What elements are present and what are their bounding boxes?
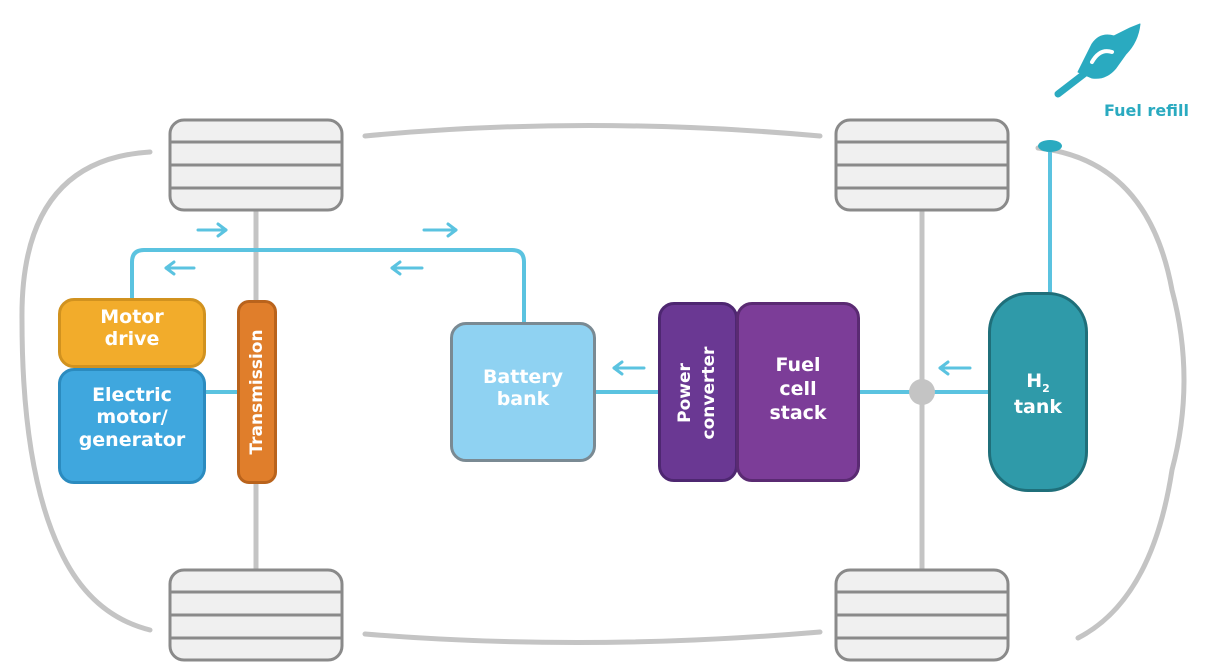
wheel-front-top — [168, 118, 344, 212]
electric-motor-box — [58, 368, 206, 484]
battery-bank-box — [450, 322, 596, 462]
battery-bank-label: Battery bank — [482, 366, 564, 411]
h2-subscript: 2 — [1042, 381, 1050, 395]
h2-tank-box — [988, 292, 1088, 492]
fuel-refill-label: Fuel refill — [1104, 101, 1189, 120]
car-body-outline — [19, 123, 1187, 646]
axle-junction-dot — [909, 379, 935, 405]
arrow-icon — [196, 222, 228, 238]
flow-arrows — [164, 222, 972, 376]
body-left-outline — [19, 149, 153, 633]
motor-drive-label: Motor drive — [100, 306, 164, 351]
h2-tank-label: H2 tank — [988, 370, 1088, 418]
h2-symbol: H — [1026, 370, 1043, 392]
fuel-cell-stack-label: Fuel cell stack — [769, 354, 827, 424]
tank-word: tank — [1013, 395, 1063, 418]
motor-drive-box — [58, 298, 206, 368]
arrow-icon — [612, 360, 646, 376]
fuel-refill-cap — [1038, 140, 1062, 152]
arrow-icon — [938, 360, 972, 376]
electric-motor-label: Electric motor/ generator — [78, 384, 186, 451]
fuel-nozzle-icon — [1054, 23, 1141, 98]
loop-line-motor-battery — [130, 248, 526, 322]
wheel-rear-top — [834, 118, 1010, 212]
body-top-outline — [362, 123, 823, 139]
arrow-icon — [390, 260, 424, 276]
arrow-icon — [422, 222, 458, 238]
power-converter-label: Power converter — [675, 346, 719, 440]
fuel-cell-stack-box — [736, 302, 860, 482]
body-right-outline — [1035, 145, 1187, 641]
transmission-box — [237, 300, 277, 484]
wheel-front-bottom — [168, 568, 344, 662]
power-converter-box — [658, 302, 738, 482]
transmission-label: Transmission — [247, 329, 267, 455]
wheel-rear-bottom — [834, 568, 1010, 662]
arrow-icon — [164, 260, 196, 276]
body-bottom-outline — [362, 629, 823, 646]
